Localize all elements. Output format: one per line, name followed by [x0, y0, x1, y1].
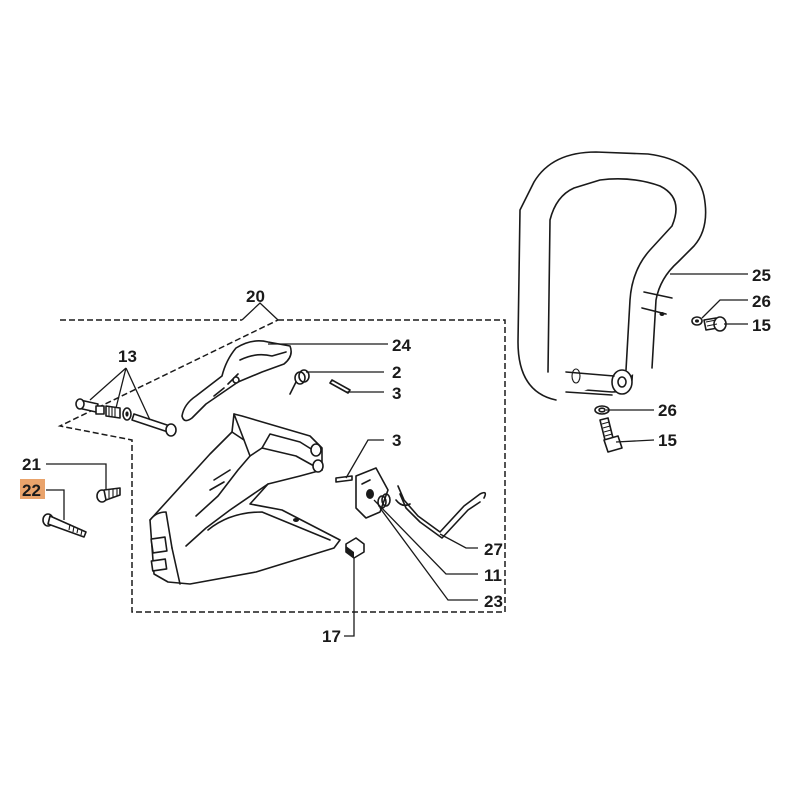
callout-15-lower[interactable]: 15 — [658, 431, 677, 450]
callout-17[interactable]: 17 — [322, 627, 341, 646]
pin-3-lower — [335, 475, 353, 483]
wire-rod-27 — [395, 485, 487, 539]
plate-11 — [355, 467, 389, 519]
leader-lines — [46, 273, 748, 637]
callout-27[interactable]: 27 — [484, 540, 503, 559]
bolt-set-13 — [75, 398, 177, 437]
callout-labels: 20 24 2 3 13 3 21 22 27 11 23 17 25 26 1… — [20, 266, 771, 646]
callout-3-upper[interactable]: 3 — [392, 384, 401, 403]
callout-25[interactable]: 25 — [752, 266, 771, 285]
screw-15-lower — [599, 417, 623, 453]
callout-26-upper[interactable]: 26 — [752, 292, 771, 311]
callout-3-lower[interactable]: 3 — [392, 431, 401, 450]
screw-15-upper — [703, 316, 727, 332]
callout-2[interactable]: 2 — [392, 363, 401, 382]
callout-11[interactable]: 11 — [484, 566, 502, 585]
washer-26-upper — [691, 316, 703, 326]
bolt-22 — [42, 513, 87, 538]
nut-17 — [345, 537, 365, 559]
bracket-housing — [149, 413, 341, 585]
callout-20[interactable]: 20 — [246, 287, 265, 306]
callout-23[interactable]: 23 — [484, 592, 503, 611]
callout-13[interactable]: 13 — [118, 347, 137, 366]
highlight-22 — [20, 479, 45, 499]
hand-guard-lever — [181, 340, 292, 422]
spring-2 — [289, 369, 310, 395]
front-handle-bar — [517, 151, 707, 401]
screw-21 — [96, 487, 121, 503]
callout-26-lower[interactable]: 26 — [658, 401, 677, 420]
callout-22[interactable]: 22 — [22, 481, 41, 500]
pin-3-upper — [329, 379, 351, 394]
callout-21[interactable]: 21 — [22, 455, 41, 474]
callout-24[interactable]: 24 — [392, 336, 411, 355]
assembly-group-frame — [57, 302, 506, 613]
callout-15-upper[interactable]: 15 — [752, 316, 771, 335]
